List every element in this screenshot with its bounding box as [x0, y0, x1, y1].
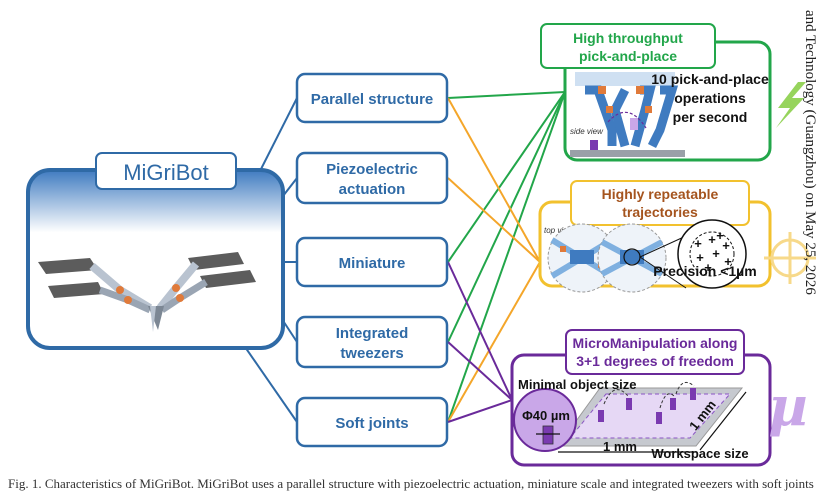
- feature-label: Soft joints: [335, 415, 408, 432]
- feature-label: Miniature: [339, 255, 406, 272]
- min-object-magnifier: [513, 388, 577, 452]
- width-1mm-label: 1 mm: [603, 439, 637, 454]
- svg-text:+: +: [712, 246, 720, 261]
- outcome-title-line2: 3+1 degrees of freedom: [576, 353, 734, 369]
- throughput-text-line3: per second: [673, 109, 748, 125]
- min-size-value: Φ40 µm: [522, 408, 570, 423]
- svg-text:+: +: [694, 236, 702, 251]
- outcome-title-line1: High throughput: [573, 30, 683, 46]
- mu-icon: µ: [768, 374, 808, 438]
- crosshair-icon: [764, 232, 816, 284]
- feature-piezoelectric-actuation: Piezoelectric actuation: [295, 151, 449, 205]
- center-title-box: [95, 152, 237, 190]
- feature-soft-joints: Soft joints: [295, 396, 449, 448]
- feature-label-line1: Piezoelectric: [326, 161, 418, 178]
- svg-text:+: +: [708, 232, 716, 247]
- svg-text:+: +: [716, 228, 724, 243]
- outcome-title-line2: pick-and-place: [579, 48, 677, 64]
- throughput-text-line1: 10 pick-and-place: [651, 71, 769, 87]
- workspace-label: Workspace size: [651, 446, 748, 461]
- feature-miniature: Miniature: [295, 236, 449, 288]
- green-connectors: [447, 91, 566, 423]
- lightning-icon: [776, 82, 806, 128]
- purple-connectors: [447, 261, 513, 423]
- precision-label: Precision <1µm: [653, 263, 756, 279]
- feature-parallel-structure: Parallel structure: [295, 72, 449, 124]
- svg-text:+: +: [696, 250, 704, 265]
- feature-label-line1: Integrated: [336, 325, 409, 342]
- svg-text:+: +: [704, 260, 712, 275]
- figure-caption: Fig. 1. Characteristics of MiGriBot. MiG…: [8, 476, 814, 491]
- outcome-title-line2: trajectories: [622, 204, 698, 220]
- feature-label-line2: tweezers: [340, 345, 403, 362]
- min-size-label: Minimal object size: [518, 377, 636, 392]
- feature-label: Parallel structure: [311, 91, 434, 108]
- outcome-title-box: [540, 23, 716, 69]
- top-view-label: top view: [544, 226, 575, 235]
- feature-label-line2: actuation: [339, 181, 406, 198]
- outcome-repeatable: Highly repeatable trajectories top view …: [538, 180, 772, 293]
- top-view-illustration: [547, 219, 747, 293]
- outcome-micromanipulation: MicroManipulation along 3+1 degrees of f…: [510, 329, 772, 467]
- center-robot-box: MiGriBot: [26, 152, 285, 350]
- svg-text:+: +: [722, 238, 730, 253]
- throughput-text-line2: operations: [674, 90, 746, 106]
- side-view-label: side view: [570, 127, 604, 136]
- side-watermark-text: and Technology (Guangzhou) on May 25, 20…: [802, 10, 818, 295]
- precision-points: +++ +++ ++: [694, 228, 732, 275]
- svg-text:+: +: [724, 254, 732, 269]
- outcome-title-line1: MicroManipulation along: [573, 335, 738, 351]
- gripper-side-view-illustration: [570, 72, 685, 157]
- outcome-title-line1: Highly repeatable: [602, 186, 719, 202]
- orange-connectors: [447, 97, 541, 423]
- outcome-title-box: [565, 329, 745, 375]
- feature-integrated-tweezers: Integrated tweezers: [295, 315, 449, 369]
- outcome-throughput: High throughput pick-and-place side view…: [540, 23, 772, 162]
- workspace-illustration: [557, 381, 747, 453]
- center-title: MiGriBot: [123, 160, 209, 185]
- robot-illustration: [38, 252, 256, 332]
- outcome-title-box: [570, 180, 750, 226]
